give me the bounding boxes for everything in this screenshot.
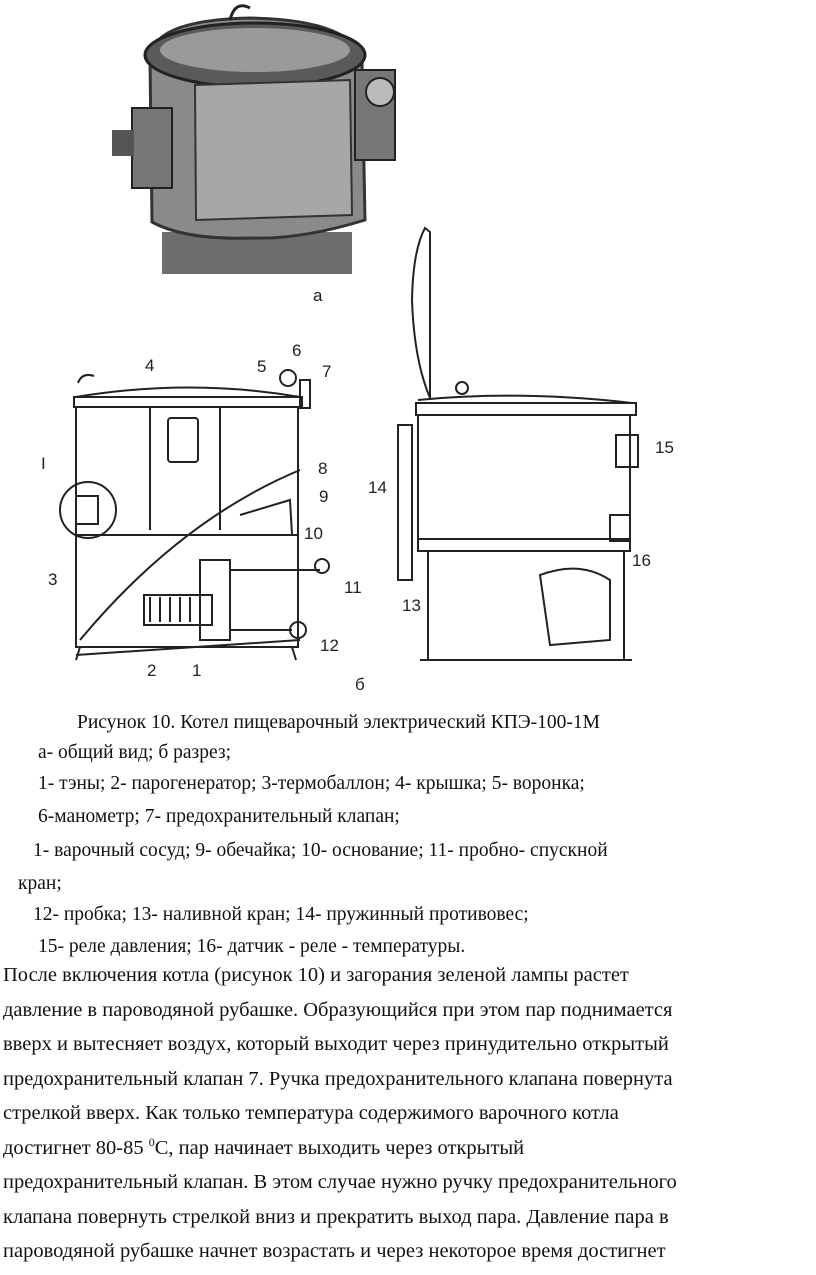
callout-13: 13 (402, 596, 421, 615)
callout-1: 1 (192, 661, 201, 680)
caption-line: 6-манометр; 7- предохранительный клапан; (38, 806, 400, 827)
caption-line: 15- реле давления; 16- датчик - реле - т… (38, 936, 466, 957)
caption-line: кран; (18, 873, 62, 894)
section-left-callouts: 4 5 6 7 8 9 10 11 12 3 2 1 I (41, 341, 362, 680)
paragraph-line: предохранительный клапан 7. Ручка предох… (3, 1067, 673, 1090)
callout-8: 8 (318, 459, 327, 478)
callout-3: 3 (48, 570, 57, 589)
caption-line: 1- тэны; 2- парогенератор; 3-термобаллон… (38, 773, 585, 794)
paragraph-line: клапана повернуть стрелкой вниз и прекра… (3, 1205, 669, 1228)
section-drawing-right (397, 226, 639, 661)
callout-2: 2 (147, 661, 156, 680)
caption-line: а- общий вид; б разрез; (38, 742, 231, 763)
callout-12: 12 (320, 636, 339, 655)
boiler-figure: а 4 5 6 7 8 9 10 11 (41, 4, 674, 694)
degree-superscript: 0 (148, 1134, 155, 1149)
paragraph-line: давление в пароводяной рубашке. Образующ… (3, 998, 673, 1021)
paragraph-line: пароводяной рубашке начнет возрастать и … (3, 1240, 666, 1262)
paragraph-line: стрелкой вверх. Как только температура с… (3, 1102, 619, 1124)
callout-6: 6 (292, 341, 301, 360)
paragraph-line: достигнет 80-85 0С, пар начинает выходит… (3, 1131, 809, 1166)
callout-4: 4 (145, 356, 154, 375)
paragraph-line: предохранительный клапан. В этом случае … (3, 1171, 677, 1193)
caption-line: 12- пробка; 13- наливной кран; 14- пружи… (33, 904, 529, 925)
callout-14: 14 (368, 478, 387, 497)
caption-line: 1- варочный сосуд; 9- обечайка; 10- осно… (33, 840, 608, 861)
callout-5: 5 (257, 357, 266, 376)
callout-I: I (41, 454, 46, 473)
paragraph-line: вверх и вытесняет воздух, который выходи… (3, 1033, 669, 1055)
callout-10: 10 (304, 524, 323, 543)
callout-11: 11 (344, 578, 362, 597)
callout-9: 9 (319, 487, 328, 506)
callout-16: 16 (632, 551, 651, 570)
caption-title: Рисунок 10. Котел пищеварочный электриче… (77, 712, 600, 733)
section-right-callouts: 14 15 13 16 (368, 438, 674, 615)
label-b: б (355, 675, 365, 694)
section-drawing-left (59, 369, 330, 661)
boiler-photo (112, 4, 396, 274)
callout-15: 15 (655, 438, 674, 457)
paragraph-text: С, пар начинает выходить через открытый (154, 1136, 525, 1159)
callout-7: 7 (322, 362, 331, 381)
body-paragraph: После включения котла (рисунок 10) и заг… (3, 958, 809, 1269)
paragraph-line: После включения котла (рисунок 10) и заг… (3, 964, 629, 986)
label-a: а (313, 286, 323, 305)
paragraph-text: достигнет 80-85 (3, 1136, 149, 1159)
